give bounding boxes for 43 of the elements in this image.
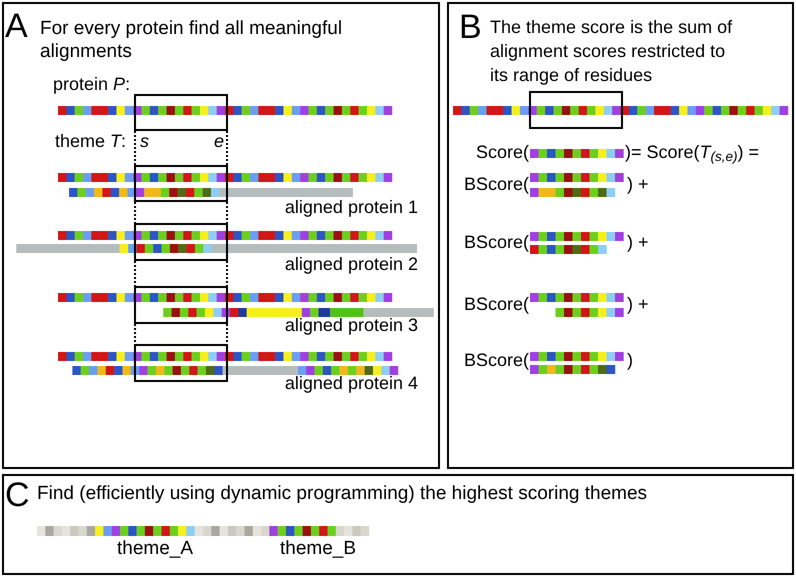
formula-text: ) + — [627, 174, 649, 194]
theme-window-box — [529, 91, 623, 129]
formula-text: )= Score(T$_{(s,e)}$) = — [625, 142, 760, 162]
position-label: s — [140, 131, 149, 151]
theme-window-box — [134, 223, 228, 261]
formula-text: BScore( — [464, 350, 529, 370]
dotted-guide-line — [226, 324, 228, 344]
panel-heading: For every protein find all meaningful alignments — [40, 17, 344, 63]
formula-text: ) — [627, 350, 633, 370]
dotted-guide-line — [226, 131, 228, 165]
formula-text: BScore( — [464, 174, 529, 194]
theme-label: theme_A — [116, 538, 194, 560]
panel-letter: C — [5, 478, 30, 512]
formula-text: BScore( — [464, 294, 529, 314]
formula-text: ) + — [627, 294, 649, 314]
dotted-guide-line — [134, 131, 136, 165]
sequence-label: theme T: — [55, 131, 126, 151]
dotted-guide-line — [134, 261, 136, 286]
theme-label: theme_B — [280, 538, 356, 560]
position-label: e — [214, 131, 224, 151]
formula-text: ) + — [627, 232, 649, 252]
sequence-label: aligned protein 2 — [284, 254, 418, 274]
panel-frame — [2, 2, 440, 469]
sequence-label: aligned protein 4 — [284, 373, 418, 393]
sequence-label: aligned protein 3 — [284, 315, 418, 335]
panel-frame — [2, 474, 794, 575]
dotted-guide-line — [226, 202, 228, 223]
panel-frame — [447, 2, 794, 469]
panel-letter: B — [459, 10, 482, 44]
theme-window-box — [134, 344, 228, 382]
panel-heading: Find (efficiently using dynamic programming) the highest scoring themes — [37, 482, 648, 506]
dotted-guide-line — [226, 261, 228, 286]
theme-window-box — [134, 94, 228, 131]
formula-text: Score( — [476, 142, 529, 162]
theme-window-box — [134, 286, 228, 324]
panel-heading: The theme score is the sum of alignment scores restricted to its range of residues — [490, 16, 734, 87]
sequence-label: aligned protein 1 — [284, 197, 418, 217]
formula-text: BScore( — [464, 232, 529, 252]
panel-letter: A — [5, 9, 28, 43]
dotted-guide-line — [134, 324, 136, 344]
dotted-guide-line — [134, 202, 136, 223]
sequence-label: protein P: — [53, 74, 130, 94]
theme-window-box — [134, 165, 228, 202]
